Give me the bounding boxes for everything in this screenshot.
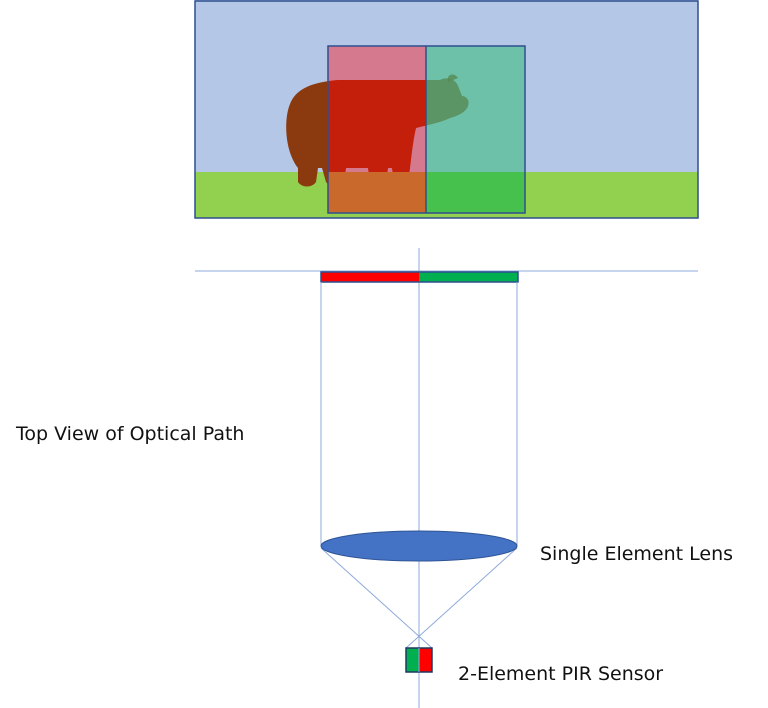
projected-element-red xyxy=(321,272,419,282)
ray-converge-left xyxy=(320,547,433,649)
ground-in-zone-b xyxy=(426,172,525,213)
single-element-lens xyxy=(320,530,518,562)
projected-bar-border xyxy=(320,271,519,283)
optical-path xyxy=(195,248,698,708)
ground-in-zone-a xyxy=(328,172,426,213)
sensor-element-green xyxy=(406,648,419,672)
ray-converge-right xyxy=(405,547,518,649)
lens-label: Single Element Lens xyxy=(540,543,733,565)
view-title-label: Top View of Optical Path xyxy=(15,423,244,445)
projected-element-green xyxy=(419,272,518,282)
scene-panel xyxy=(194,0,699,219)
sensor-label: 2-Element PIR Sensor xyxy=(458,663,663,685)
scene-border xyxy=(194,0,699,219)
sensor-element-red xyxy=(419,648,432,672)
